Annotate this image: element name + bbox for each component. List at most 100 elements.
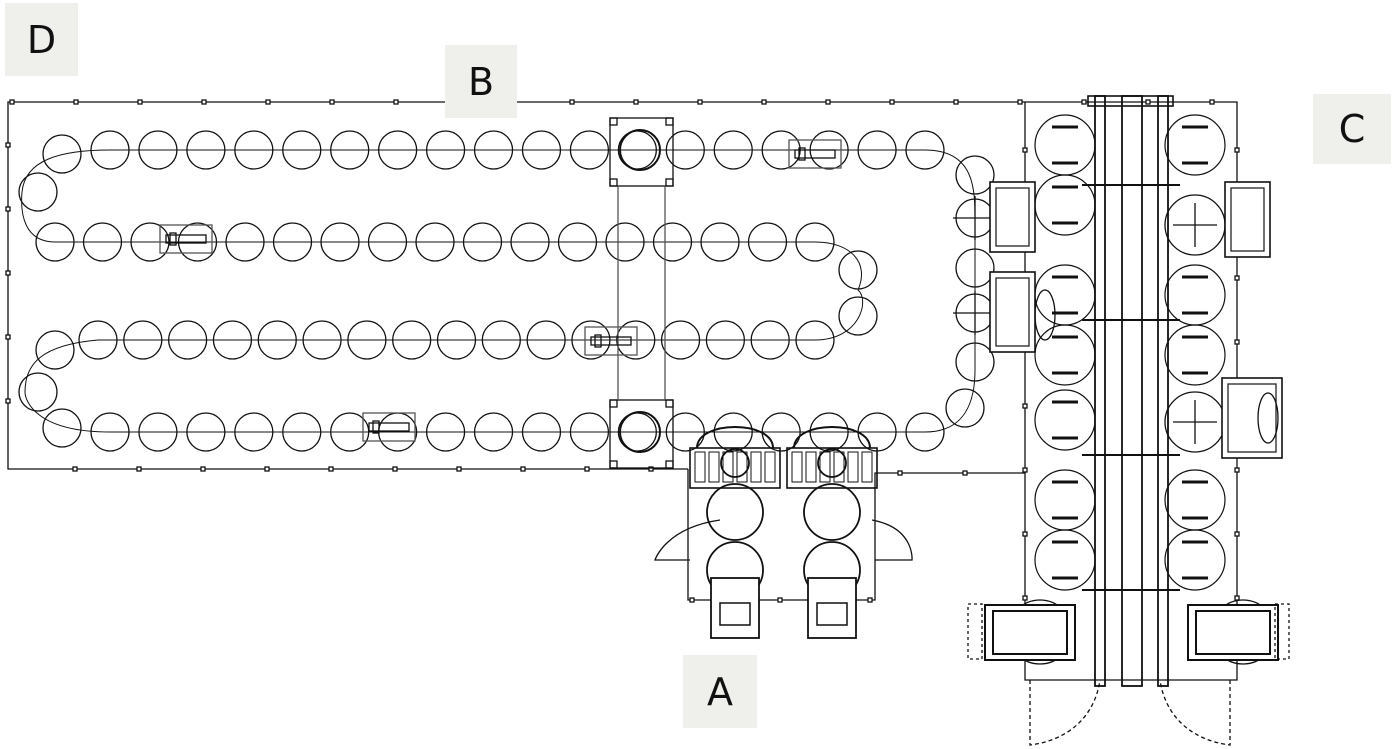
robot-stations [654,426,913,639]
carriage-clamp [372,420,380,434]
door-swing-left [1029,679,1101,746]
fence-post [689,597,695,603]
carriage-frame [159,224,213,254]
gantry-corner-plate [609,399,618,408]
gantry-puck [619,129,661,171]
fence-post [825,99,831,105]
zone-label-c: C [1313,94,1391,164]
fence-post [897,470,903,476]
station-door-swing [871,519,913,561]
fence-post [1022,531,1028,537]
line-c-puck [1164,114,1226,176]
fence-post [1234,531,1240,537]
line-c-pivot [1257,392,1279,444]
fence-post [648,466,654,472]
fence-station-segment [687,469,1025,601]
fence-post [569,99,575,105]
carriage-body [794,149,836,159]
fence-post [697,99,703,105]
robot-base-detail [791,451,803,483]
robot-base-detail [819,451,831,483]
fence-post [73,99,79,105]
gantry-corner-plate [609,178,618,187]
fence-post [265,99,271,105]
fence-post [1209,99,1215,105]
fence-post [5,398,11,404]
robot-feeder-box [710,577,760,639]
end-cell-inner [992,610,1068,655]
gantry-bottom-block [609,399,674,469]
fence-post [5,270,11,276]
conveyor-puck [838,296,878,336]
fence-top-segment [517,101,1238,470]
gantry-puck [619,411,661,453]
line-c-puck [1164,264,1226,326]
fence-post [1022,147,1028,153]
fence-post [962,470,968,476]
line-c-top-cap [1087,95,1174,107]
fence-post [1017,99,1023,105]
robot-base-frame [786,447,878,489]
line-c-puck [1034,469,1096,531]
robot-feeder-window [816,602,848,626]
robot-drum [706,483,764,541]
conveyor-puck [838,250,878,290]
robot-joint [817,448,847,478]
gantry-corner-plate [665,460,674,469]
fence-post [867,597,873,603]
robot-drum [803,483,861,541]
carriage-clamp [169,232,177,246]
robot-base-detail [750,451,762,483]
carriage-clamp [798,147,806,161]
fence-post [137,99,143,105]
end-cell-inner [1195,610,1271,655]
fence-post [1234,275,1240,281]
robot-base-detail [764,451,776,483]
line-c-puck [1034,114,1096,176]
fence-post [72,466,78,472]
end-cell-side-door [1274,603,1290,660]
fence-post [1022,467,1028,473]
robot-hood [793,426,871,449]
fence-main-segment [7,101,688,470]
line-c-puck [1034,174,1096,236]
fence-post [1234,595,1240,601]
carriage-frame [362,412,416,442]
line-c-pivot [1034,289,1056,341]
robot-base-detail [861,451,873,483]
robot-base-detail [736,451,748,483]
conveyor-puck [42,408,82,448]
fence-post [953,99,959,105]
conveyor-puck [18,172,58,212]
fence-post [264,466,270,472]
conveyor-puck [35,330,75,370]
fence-post [761,99,767,105]
fence-post [1081,99,1087,105]
carriage-body [368,422,410,432]
fence-post [1022,403,1028,409]
side-unit-inner [1227,383,1277,453]
fence-post [1234,339,1240,345]
line-c-puck [1034,264,1096,326]
line-c-puck [1164,324,1226,386]
robot-base-detail [833,451,845,483]
conveyor-track-line [21,149,976,433]
line-c-puck [1034,324,1096,386]
carriage-body [165,234,207,244]
robot-base-detail [708,451,720,483]
fence-post [633,99,639,105]
robot-base-detail [805,451,817,483]
fence-post [329,99,335,105]
fence-post [9,99,15,105]
carriage-body [590,336,632,346]
fence-post [5,142,11,148]
conveyor-carriages [159,139,842,442]
fence-post [777,597,783,603]
side-unit-inner [1230,187,1265,252]
fence-post [393,99,399,105]
robot-base-detail [722,451,734,483]
robot-feeder-window [719,602,751,626]
robot-base-frame [689,447,781,489]
gantry-corner-plate [609,460,618,469]
